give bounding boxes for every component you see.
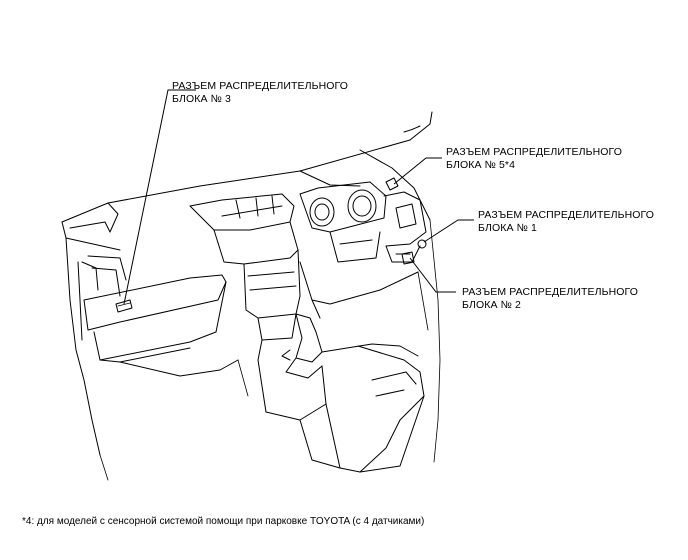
label-jb3-line2: БЛОКА № 3 (172, 93, 231, 105)
label-jb5-line2: БЛОКА № 5*4 (446, 159, 516, 171)
leader-jb3 (123, 89, 196, 305)
label-jb2-line2: БЛОКА № 2 (462, 299, 521, 311)
connector-jb1 (417, 239, 427, 249)
label-jb2-line1: РАЗЪЕМ РАСПРЕДЕЛИТЕЛЬНОГО (462, 286, 638, 298)
connector-jb2 (401, 251, 415, 265)
label-junction-block-1: РАЗЪЕМ РАСПРЕДЕЛИТЕЛЬНОГО БЛОКА № 1 (478, 209, 654, 235)
leader-jb2 (409, 257, 456, 293)
dashboard-outline (61, 111, 441, 481)
connector-jb3 (115, 299, 133, 313)
label-jb5-line1: РАЗЪЕМ РАСПРЕДЕЛИТЕЛЬНОГО (446, 146, 622, 158)
leader-jb1 (423, 219, 474, 243)
label-jb3-line1: РАЗЪЕМ РАСПРЕДЕЛИТЕЛЬНОГО (172, 80, 348, 92)
leader-lines (123, 89, 474, 305)
label-jb1-line2: БЛОКА № 1 (478, 222, 537, 234)
label-junction-block-3: РАЗЪЕМ РАСПРЕДЕЛИТЕЛЬНОГО БЛОКА № 3 (172, 80, 348, 106)
leader-jb5 (393, 157, 442, 185)
footnote: *4: для моделей с сенсорной системой пом… (22, 516, 425, 527)
label-jb1-line1: РАЗЪЕМ РАСПРЕДЕЛИТЕЛЬНОГО (478, 209, 654, 221)
label-junction-block-2: РАЗЪЕМ РАСПРЕДЕЛИТЕЛЬНОГО БЛОКА № 2 (462, 286, 638, 312)
label-junction-block-5: РАЗЪЕМ РАСПРЕДЕЛИТЕЛЬНОГО БЛОКА № 5*4 (446, 146, 622, 172)
connector-jb5 (385, 177, 399, 191)
